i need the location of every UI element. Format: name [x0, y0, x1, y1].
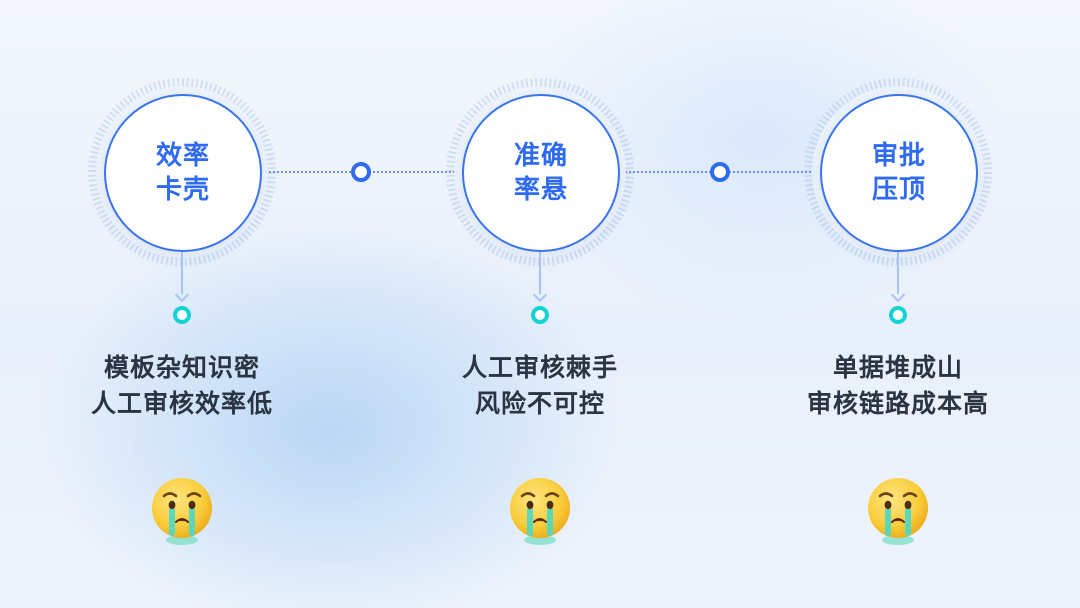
step-circle: 审批 压顶: [820, 94, 978, 252]
step-title-line-2: 卡壳: [155, 175, 210, 205]
step-description: 人工审核棘手 风险不可控: [390, 350, 690, 422]
junction-dot-1: [351, 162, 371, 182]
down-arrow-icon: [890, 287, 906, 303]
teal-dot-icon: [889, 306, 907, 324]
step-desc-line-1: 人工审核棘手: [461, 353, 618, 382]
down-arrow-icon: [174, 287, 190, 303]
step-title-line-1: 审批: [871, 141, 926, 171]
teal-dot-icon: [531, 306, 549, 324]
junction-dot-2: [710, 162, 730, 182]
step-desc-line-2: 人工审核效率低: [90, 389, 273, 418]
step-title-line-2: 压顶: [871, 175, 926, 205]
step-accuracy: 准确 率悬 人工审核棘手 风险不可控: [390, 0, 690, 608]
step-approval: 审批 压顶 单据堆成山 审核链路成本高: [748, 0, 1048, 608]
crying-face-icon: [868, 478, 928, 545]
step-title-line-1: 效率: [155, 141, 210, 171]
down-arrow-stem: [897, 252, 899, 294]
step-title-line-2: 率悬: [513, 175, 568, 205]
step-desc-line-1: 模板杂知识密: [103, 353, 260, 382]
step-description: 单据堆成山 审核链路成本高: [748, 350, 1048, 422]
step-circle: 效率 卡壳: [104, 94, 262, 252]
step-title-line-1: 准确: [513, 141, 568, 171]
down-arrow-stem: [181, 252, 183, 294]
down-arrow-stem: [539, 252, 541, 294]
crying-face-icon: [152, 478, 212, 545]
down-arrow-icon: [532, 287, 548, 303]
step-circle: 准确 率悬: [462, 94, 620, 252]
step-desc-line-2: 风险不可控: [474, 389, 605, 418]
step-description: 模板杂知识密 人工审核效率低: [32, 350, 332, 422]
step-desc-line-1: 单据堆成山: [832, 353, 963, 382]
step-desc-line-2: 审核链路成本高: [806, 389, 989, 418]
step-efficiency: 效率 卡壳 模板杂知识密 人工审核效率低: [32, 0, 332, 608]
teal-dot-icon: [173, 306, 191, 324]
crying-face-icon: [510, 478, 570, 545]
